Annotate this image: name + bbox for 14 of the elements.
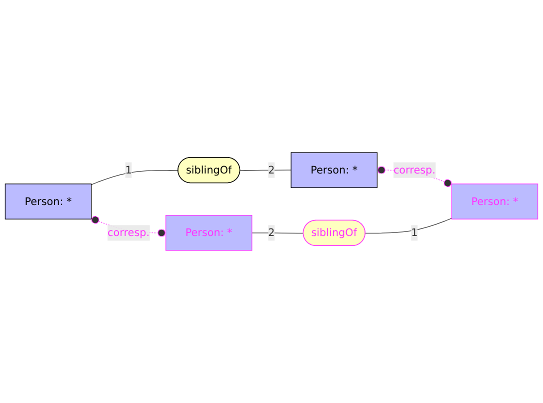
edge-label: 2 (268, 226, 275, 239)
edge-label: 1 (411, 226, 418, 239)
node-box: Person: * (290, 152, 378, 188)
edge-label: 2 (268, 164, 275, 176)
edge-label: corresp. (108, 226, 150, 239)
node-box: Person: * (4, 184, 92, 220)
node-box: Person: * (451, 184, 538, 220)
edge-label: 1 (125, 164, 132, 176)
connector (90, 170, 179, 185)
edge-label: corresp. (393, 164, 436, 176)
connector (365, 218, 452, 234)
node-box: Person: * (166, 215, 252, 251)
connector (252, 232, 304, 234)
connector (240, 170, 292, 171)
